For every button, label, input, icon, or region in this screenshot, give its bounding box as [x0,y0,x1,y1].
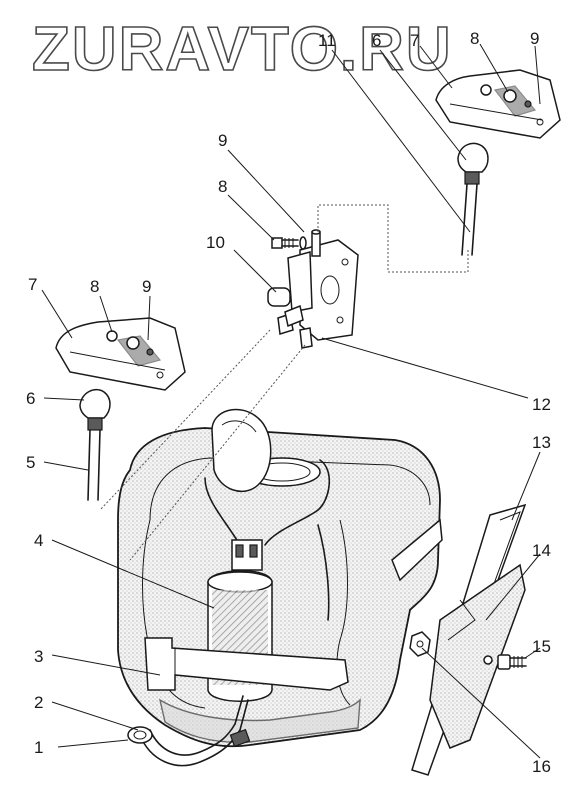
hose-routing-left [99,329,271,511]
callout-12: 12 [532,395,551,414]
callout-2: 2 [34,693,43,712]
callout-3: 3 [34,647,43,666]
callout-numbers: 1 2 3 4 5 6 7 8 9 9 8 10 11 6 7 8 9 12 1… [26,29,551,776]
screw [497,654,527,670]
callout-9-top: 9 [530,29,539,48]
leader-lines [41,43,541,759]
pump-strap [144,637,349,691]
callout-7-top: 7 [410,31,419,50]
nozzle-bracket-right [435,69,561,139]
callout-11: 11 [318,31,336,50]
nut [409,631,431,657]
callout-1: 1 [34,738,43,757]
callout-16: 16 [532,757,551,776]
callout-9-mid: 9 [218,131,227,150]
watermark-logo: ZURAVTO.RU [32,15,453,84]
tank-bracket [429,563,526,749]
outlet-hose [127,695,251,767]
nozzle-bracket-left [55,317,186,391]
callout-10: 10 [206,233,225,252]
check-valve-block [267,229,359,349]
filler-cap [211,408,321,493]
washer-jet-right [457,142,489,256]
callout-14: 14 [532,541,551,560]
callout-15: 15 [532,637,551,656]
callout-8-top: 8 [470,29,479,48]
callout-13: 13 [532,433,551,452]
pump-tubes [204,459,331,621]
callout-5: 5 [26,453,35,472]
callout-9-left: 9 [142,277,151,296]
callout-8-left: 8 [90,277,99,296]
washer-jet-left [79,388,111,501]
callout-6-left: 6 [26,389,35,408]
callout-7-left: 7 [28,275,37,294]
callout-8-mid: 8 [218,177,227,196]
callout-4: 4 [34,531,43,550]
bolt-and-washer [271,236,307,250]
callout-6-top: 6 [372,31,381,50]
